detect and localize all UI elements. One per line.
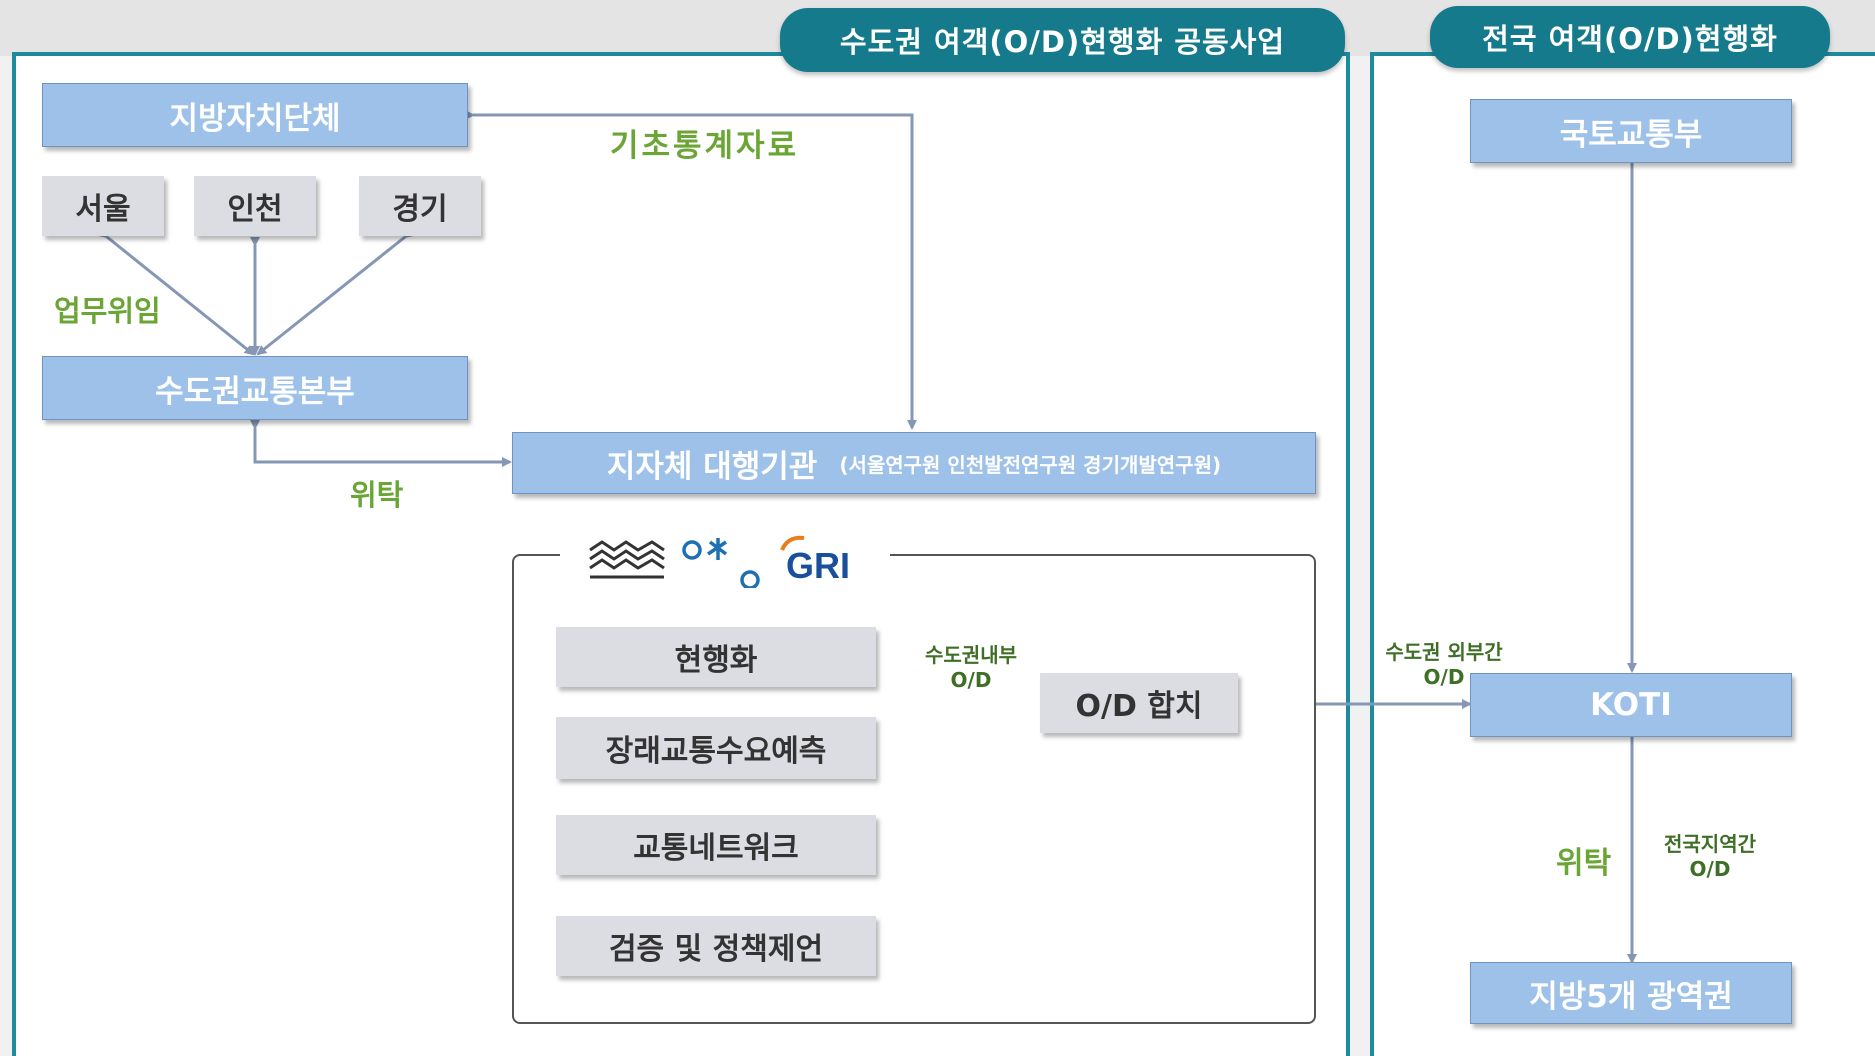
agency-sub-text: (서울연구원 인천발전연구원 경기개발연구원) <box>839 452 1222 477</box>
seoul-hq-connector <box>97 228 255 356</box>
consign-label-right: 위탁 <box>1556 846 1612 881</box>
koti-box: KOTI <box>1470 673 1792 737</box>
gri-logo: GRI <box>780 535 850 586</box>
molit-box: 국토교통부 <box>1470 99 1792 163</box>
consign-label-left: 위탁 <box>350 478 404 512</box>
external-od-line2: O/D <box>1423 665 1465 689</box>
logo-group: GRI <box>589 535 850 590</box>
task-validation-box: 검증 및 정책제언 <box>556 916 876 976</box>
metro-project-tab: 수도권 여객(O/D)현행화 공동사업 <box>780 8 1345 72</box>
gri-logo-text: GRI <box>786 545 850 586</box>
intercity-od-label: 전국지역간 O/D <box>1650 832 1770 882</box>
od-merge-box: O/D 합치 <box>1040 673 1238 733</box>
incheon-box: 인천 <box>194 176 316 236</box>
task-current-box: 현행화 <box>556 627 876 687</box>
stats-connector <box>465 110 917 430</box>
gyeonggi-hq-connector <box>256 228 415 356</box>
delegation-label: 업무위임 <box>54 294 161 328</box>
metro-transport-hq-box: 수도권교통본부 <box>42 356 468 420</box>
incheon-institute-logo <box>682 538 760 590</box>
internal-od-label: 수도권내부 O/D <box>918 643 1024 693</box>
gyeonggi-box: 경기 <box>359 176 481 236</box>
intercity-od-line1: 전국지역간 <box>1664 832 1756 856</box>
internal-od-line1: 수도권내부 <box>925 643 1017 667</box>
agency-box: 지자체 대행기관 (서울연구원 인천발전연구원 경기개발연구원) <box>512 432 1316 494</box>
task-forecast-box: 장래교통수요예측 <box>556 717 876 779</box>
intercity-od-line2: O/D <box>1689 857 1731 881</box>
external-od-label: 수도권 외부간 O/D <box>1374 640 1514 690</box>
agency-main-text: 지자체 대행기관 <box>606 448 818 485</box>
stats-label: 기초통계자료 <box>610 128 800 164</box>
task-network-box: 교통네트워크 <box>556 815 876 875</box>
seoul-institute-logo <box>589 540 665 579</box>
logo-strip: GRI <box>560 528 890 590</box>
seoul-box: 서울 <box>42 176 164 236</box>
local-government-box: 지방자치단체 <box>42 83 468 147</box>
consign-connector <box>250 420 512 467</box>
national-project-tab: 전국 여객(O/D)현행화 <box>1430 6 1830 68</box>
external-od-line1: 수도권 외부간 <box>1385 640 1503 664</box>
regional-areas-box: 지방5개 광역권 <box>1470 962 1792 1024</box>
internal-od-line2: O/D <box>950 668 992 692</box>
